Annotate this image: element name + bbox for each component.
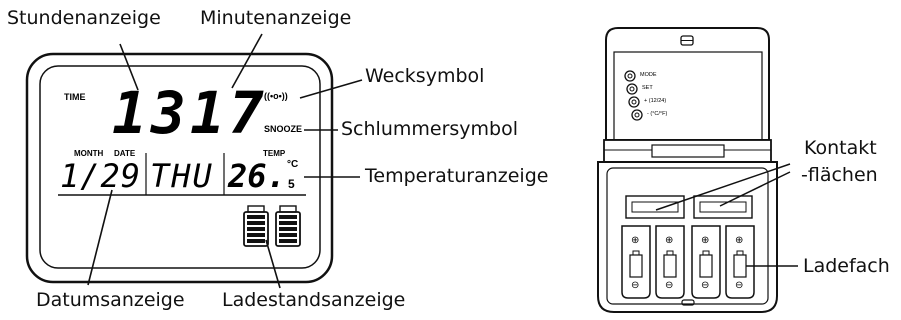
lid-button-label-plus: + (12/24) [644,98,667,104]
date-label: DATE [114,149,136,158]
charger-lid [605,27,770,141]
minutes-value: 17 [190,79,268,147]
time-label: TIME [64,92,86,102]
alarm-icon: ((•o•)) [264,91,288,101]
leader-contacts-1 [655,163,791,211]
date-value: 1/29 [60,157,142,195]
plus-button-icon [628,96,640,108]
lid-button-label-mode: MODE [640,72,657,78]
contact-surface-right [693,195,753,219]
minus-button-icon [631,109,643,121]
weekday-value: THU [150,157,214,195]
temperature-unit: °C [287,159,299,170]
minus-icon: ⊖ [701,280,710,291]
leader-minute [231,33,263,89]
mode-button-icon [624,70,636,82]
charging-bay-3 [691,225,721,299]
battery-icon [243,205,269,247]
contact-surface-left [625,195,685,219]
label-hour-display: Stundenanzeige [7,7,161,29]
leader-alarm [299,79,363,99]
lid-button-label-minus: - (°C/°F) [647,111,668,117]
charger-hinge [603,139,772,163]
temp-label: TEMP [263,149,286,158]
minus-icon: ⊖ [665,280,674,291]
plus-icon: ⊕ [735,235,744,246]
temperature-value: 26. [228,157,286,195]
leader-contacts-2 [719,171,791,207]
temperature-decimal: 5 [288,177,295,191]
label-contact-surfaces-line1: Kontakt [804,137,877,159]
leader-hour [119,43,139,91]
clock-display-frame [39,65,321,269]
plus-icon: ⊕ [701,235,710,246]
battery-icon [275,205,301,247]
set-button-icon [626,83,638,95]
label-charging-bay: Ladefach [803,255,890,277]
label-minute-display: Minutenanzeige [200,7,352,29]
charger-base [597,161,778,313]
label-charge-level-display: Ladestandsanzeige [222,289,406,311]
label-snooze-symbol: Schlummersymbol [341,118,519,140]
label-temperature-display: Temperaturanzeige [365,165,549,187]
base-latch-icon [681,299,695,306]
lid-button-label-set: SET [642,85,653,91]
charging-bay-1 [621,225,651,299]
minus-icon: ⊖ [735,280,744,291]
clock-housing [25,52,334,284]
charging-bay-2 [655,225,685,299]
plus-icon: ⊕ [631,235,640,246]
leader-date [87,189,113,286]
hours-value: 13 [112,79,190,147]
minus-icon: ⊖ [631,280,640,291]
plus-icon: ⊕ [665,235,674,246]
snooze-label: SNOOZE [264,124,303,134]
label-alarm-symbol: Wecksymbol [365,65,485,87]
label-contact-surfaces-line2: -flächen [801,164,878,186]
month-label: MONTH [74,149,104,158]
label-date-display: Datumsanzeige [36,289,185,311]
leader-charge [265,239,281,289]
